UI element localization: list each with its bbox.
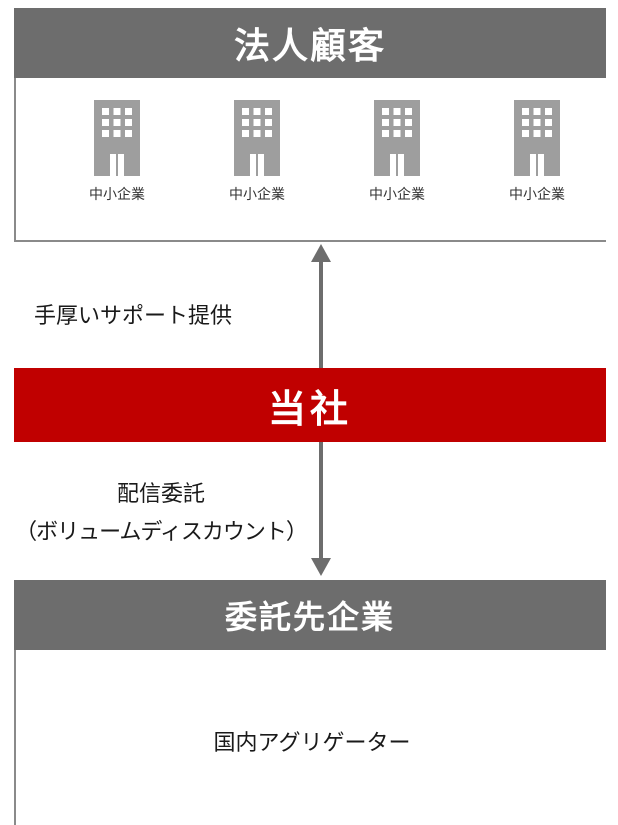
company-item: 中小企業 <box>72 100 162 204</box>
company-item: 中小企業 <box>352 100 442 204</box>
partners-panel: 国内アグリゲーター <box>14 650 606 825</box>
company-item: 中小企業 <box>212 100 302 204</box>
customers-header: 法人顧客 <box>14 8 606 78</box>
office-building-icon <box>514 100 560 176</box>
company-label: 中小企業 <box>369 187 425 203</box>
partners-header: 委託先企業 <box>14 580 606 650</box>
company-item: 中小企業 <box>492 100 582 204</box>
our-company-bar: 当社 <box>14 368 606 442</box>
company-label: 中小企業 <box>89 187 145 203</box>
customers-panel: 中小企業 中小企業 <box>14 78 606 242</box>
office-building-icon <box>94 100 140 176</box>
company-label: 中小企業 <box>229 187 285 203</box>
delegation-label-line2: （ボリュームディスカウント） <box>15 520 308 545</box>
company-label: 中小企業 <box>509 187 565 203</box>
office-building-icon <box>234 100 280 176</box>
delegation-label: 配信委託 （ボリュームディスカウント） <box>0 476 322 552</box>
delegation-label-line1: 配信委託 <box>116 482 205 507</box>
office-building-icon <box>374 100 420 176</box>
partners-item: 国内アグリゲーター <box>213 731 411 756</box>
support-label: 手厚いサポート提供 <box>34 304 233 329</box>
